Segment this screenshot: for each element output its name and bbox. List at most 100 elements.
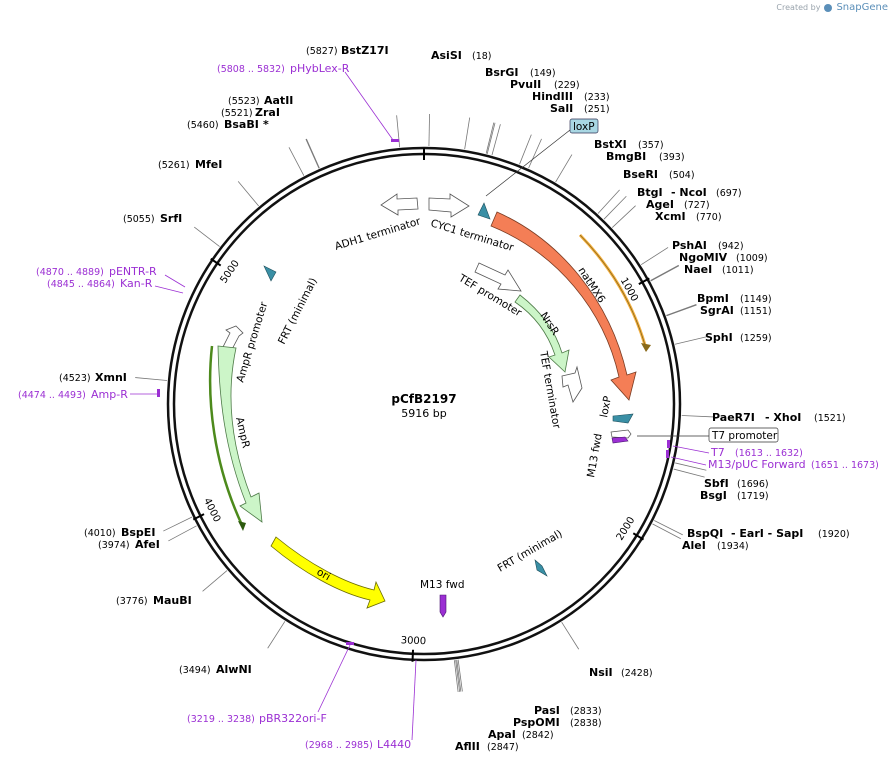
enzyme-pos: (1259): [740, 333, 772, 344]
enzyme-cut-lines: [135, 114, 714, 693]
enzyme-pos: (504): [669, 170, 695, 181]
primer-name[interactable]: Kan-R: [120, 277, 153, 290]
adh1-terminator-feature[interactable]: [380, 193, 419, 216]
enzyme-name[interactable]: HindIII: [532, 90, 573, 103]
position-tick-label: 4000: [201, 496, 222, 524]
primer-name[interactable]: M13/pUC Forward: [708, 458, 806, 471]
tef-terminator-feature[interactable]: [561, 365, 583, 403]
ori-feature[interactable]: [270, 536, 386, 609]
enzyme-name[interactable]: SrfI: [160, 212, 182, 225]
frt-minimal-right-label: FRT (minimal): [496, 528, 565, 575]
cut-site-line: [603, 195, 627, 220]
enzyme-pos: (5827): [306, 46, 338, 57]
enzyme-name[interactable]: BsaBI: [224, 118, 259, 131]
enzyme-name[interactable]: AflII: [455, 740, 480, 753]
enzyme-name[interactable]: SbfI: [704, 477, 729, 490]
enzyme-name[interactable]: MfeI: [195, 158, 222, 171]
cut-site-line: [267, 621, 286, 649]
frt-minimal-left-feature[interactable]: [263, 265, 277, 282]
enzyme-name[interactable]: BsrGI: [485, 66, 518, 79]
enzyme-name[interactable]: BseRI: [623, 168, 658, 181]
enzyme-name[interactable]: BstZ17I: [341, 44, 389, 57]
enzyme-name[interactable]: PaeR7I: [712, 411, 755, 424]
primer-leader: [670, 456, 707, 466]
enzyme-name[interactable]: SalI: [550, 102, 573, 115]
enzyme-name[interactable]: PasI: [534, 704, 560, 717]
enzyme-name[interactable]: BpmI: [697, 292, 729, 305]
cut-site-line: [288, 147, 305, 176]
primer-name[interactable]: Amp-R: [91, 388, 128, 401]
m13-fwd-bottom-feature[interactable]: [439, 594, 447, 618]
enzyme-name[interactable]: XmnI: [95, 371, 127, 384]
primer-name[interactable]: pENTR-R: [109, 265, 157, 278]
enzyme-name[interactable]: ZraI: [255, 106, 280, 119]
enzyme-name[interactable]: SgrAI: [700, 304, 734, 317]
enzyme-name[interactable]: PspOMI: [513, 716, 560, 729]
primer-name[interactable]: pHybLex-R: [290, 62, 350, 75]
orange-primer-arc-edge: [579, 234, 646, 346]
enzyme-pos: (727): [684, 200, 710, 211]
enzyme-name[interactable]: AgeI: [646, 198, 674, 211]
t7-promoter-feature[interactable]: [610, 429, 632, 439]
cut-site-line: [491, 124, 501, 156]
natmx6-feature[interactable]: [490, 211, 637, 401]
enzyme-name[interactable]: PshAI: [672, 239, 707, 252]
frt-minimal-right-feature[interactable]: [534, 559, 548, 577]
tef-promoter-feature[interactable]: [474, 262, 522, 292]
cut-site-line: [611, 205, 636, 228]
primer-pos: (1613 .. 1632): [735, 448, 803, 459]
enzyme-name[interactable]: AfeI: [135, 538, 160, 551]
cut-site-line: [457, 659, 463, 692]
enzyme-name[interactable]: NgoMIV: [679, 251, 728, 264]
enzyme-pos: (149): [530, 68, 556, 79]
enzyme-name[interactable]: BspEI: [121, 526, 155, 539]
enzyme-name[interactable]: NsiI: [589, 666, 613, 679]
enzyme-name-extra[interactable]: - NcoI: [671, 186, 707, 199]
primer-mark: [391, 139, 399, 142]
enzyme-name[interactable]: XcmI: [655, 210, 686, 223]
primer-leader: [317, 644, 351, 713]
primer-pos: (3219 .. 3238): [187, 714, 255, 725]
enzyme-pos: (942): [718, 241, 744, 252]
enzyme-name[interactable]: BspQI: [687, 527, 723, 540]
m13-fwd-right-feature[interactable]: [611, 436, 629, 444]
enzyme-name[interactable]: BstXI: [594, 138, 627, 151]
enzyme-name[interactable]: BmgBI: [606, 150, 646, 163]
enzyme-name[interactable]: SphI: [705, 331, 733, 344]
brand: Created by SnapGene: [776, 2, 888, 13]
enzyme-name[interactable]: ApaI: [488, 728, 516, 741]
enzyme-name-extra[interactable]: - XhoI: [765, 411, 801, 424]
ampr-feature[interactable]: [217, 345, 263, 523]
primer-name[interactable]: L4440: [377, 738, 411, 751]
cut-site-line: [194, 226, 220, 247]
green-primer-head: [238, 521, 246, 531]
enzyme-name[interactable]: MauBI: [153, 594, 192, 607]
primer-pos: (2968 .. 2985): [305, 740, 373, 751]
loxp-right-feature[interactable]: [612, 413, 634, 424]
cyc1-terminator-feature[interactable]: [428, 193, 470, 218]
primer-name[interactable]: T7: [710, 446, 725, 459]
enzyme-name[interactable]: PvuII: [510, 78, 541, 91]
loxp-top-feature[interactable]: [477, 202, 491, 220]
t7-promoter-callout[interactable]: [708, 427, 779, 443]
enzyme-name[interactable]: BsgI: [700, 489, 727, 502]
enzyme-pos: (1920): [818, 529, 850, 540]
enzyme-pos: (233): [584, 92, 610, 103]
enzyme-pos: (770): [696, 212, 722, 223]
enzyme-pos: (1009): [736, 253, 768, 264]
enzyme-name[interactable]: AatII: [264, 94, 293, 107]
enzyme-name[interactable]: NaeI: [684, 263, 712, 276]
loxp-top-callout[interactable]: [569, 118, 599, 134]
primer-leader: [154, 285, 184, 294]
enzyme-name-extra[interactable]: - EarI - SapI: [731, 527, 803, 540]
enzyme-pos: (1149): [740, 294, 772, 305]
enzyme-name[interactable]: AleI: [682, 539, 706, 552]
nrsr-feature[interactable]: [514, 294, 570, 373]
primer-name[interactable]: pBR322ori-F: [259, 712, 327, 725]
enzyme-name[interactable]: AlwNI: [216, 663, 252, 676]
enzyme-name[interactable]: AsiSI: [431, 49, 462, 62]
enzyme-pos: (2428): [621, 668, 653, 679]
cut-site-line: [519, 134, 532, 165]
enzyme-name[interactable]: BtgI: [637, 186, 663, 199]
